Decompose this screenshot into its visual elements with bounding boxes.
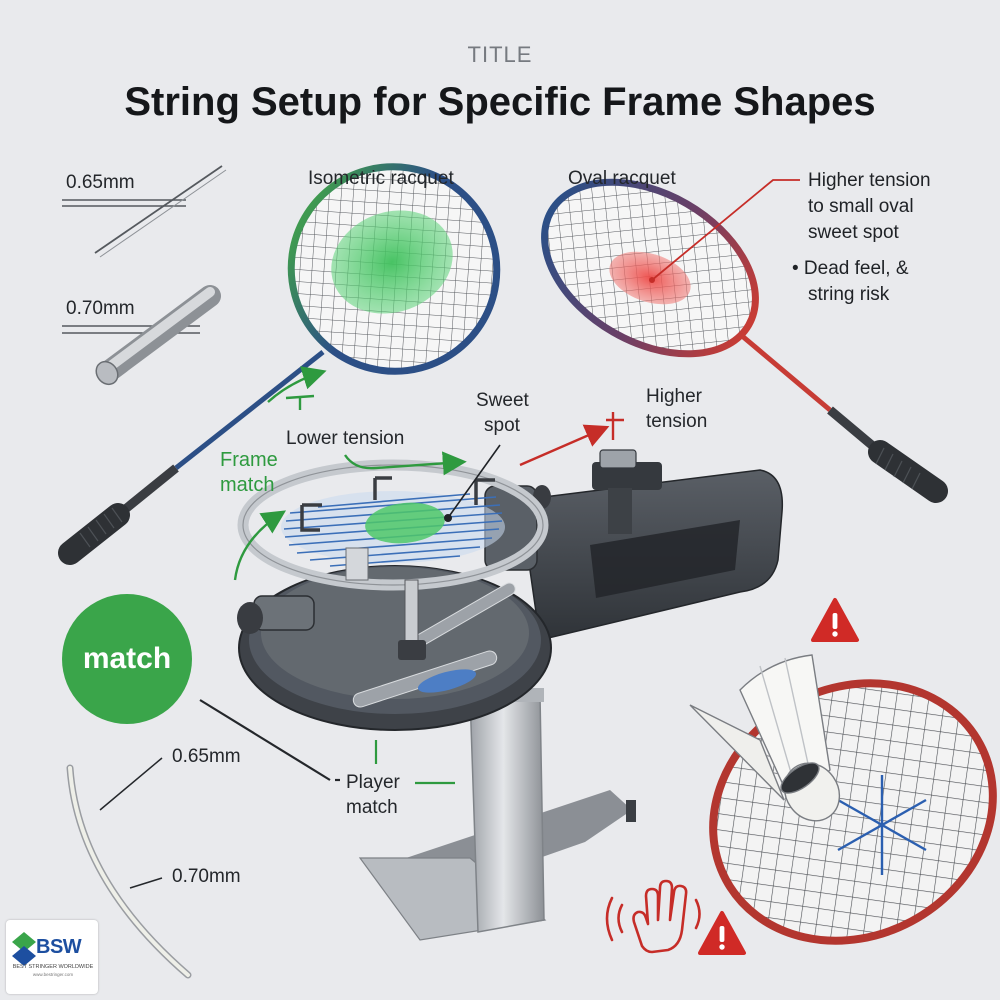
- logo-name: BSW: [36, 936, 82, 958]
- curved-string-sample: [66, 757, 192, 979]
- gauge-label-thin: 0.65mm: [66, 172, 135, 193]
- shuttlecock: [689, 654, 841, 822]
- stringing-machine: [237, 449, 784, 941]
- player-match-pointers: [199, 699, 455, 785]
- lower-tension-arrows: [233, 366, 467, 581]
- sweet-spot-pointer: [444, 444, 501, 522]
- title-tag: TITLE: [467, 42, 533, 67]
- page-title: String Setup for Specific Frame Shapes: [124, 80, 876, 124]
- player-match-label-1: Player: [346, 772, 400, 793]
- vibrating-hand-icon: [605, 879, 701, 954]
- gauge-thin-strings: [62, 165, 227, 258]
- oval-note-line-5: string risk: [808, 284, 890, 305]
- higher-tension-arrow: [519, 412, 624, 467]
- oval-note-line-2: to small oval: [808, 196, 914, 217]
- higher-tension-label-1: Higher: [646, 386, 702, 407]
- frame-match-label-1: Frame: [220, 449, 278, 471]
- lower-tension-label: Lower tension: [286, 428, 405, 449]
- isometric-sweet-spot: [331, 210, 453, 314]
- machine-string-bed: [281, 491, 505, 567]
- sweet-spot-label-1: Sweet: [476, 390, 529, 411]
- logo-mark-icon: [12, 932, 36, 966]
- oval-note-line-3: sweet spot: [808, 222, 899, 243]
- sweet-spot-label-2: spot: [484, 415, 520, 436]
- warning-icon: [811, 598, 859, 642]
- gauge-thick-strings: [62, 285, 221, 386]
- isometric-racquet: [58, 147, 518, 565]
- higher-tension-label-2: tension: [646, 411, 708, 432]
- bsw-logo: BSW BEST STRINGER WORLDWIDE www.bestring…: [6, 920, 98, 994]
- oval-note-line-1: Higher tension: [808, 170, 931, 191]
- gauge-label-thick: 0.70mm: [66, 298, 135, 319]
- isometric-racquet-label: Isometric racquet: [308, 168, 454, 189]
- warning-icon: [698, 911, 746, 955]
- logo-url: www.bestringer.com: [32, 972, 74, 977]
- gauge-label-thick-bottom: 0.70mm: [172, 866, 241, 887]
- oval-racquet-label: Oval racquet: [568, 168, 676, 189]
- player-match-label-2: match: [346, 797, 398, 818]
- oval-note-line-4: • Dead feel, &: [792, 258, 909, 279]
- frame-match-label-2: match: [220, 474, 275, 496]
- logo-subtitle: BEST STRINGER WORLDWIDE: [12, 964, 94, 970]
- gauge-label-thin-bottom: 0.65mm: [172, 746, 241, 767]
- match-badge: match: [62, 594, 192, 724]
